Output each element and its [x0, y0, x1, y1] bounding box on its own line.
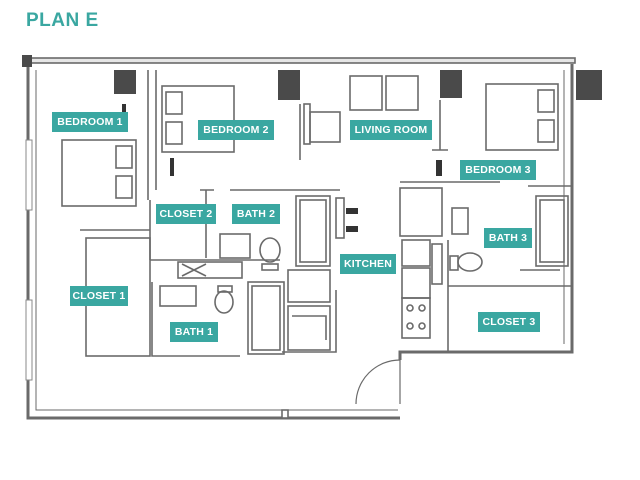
- room-label-kitchen: KITCHEN: [340, 254, 396, 274]
- room-label-bath-3: BATH 3: [484, 228, 532, 248]
- room-label-closet-2: CLOSET 2: [156, 204, 216, 224]
- room-label-closet-1: CLOSET 1: [70, 286, 128, 306]
- room-label-bath-1: BATH 1: [170, 322, 218, 342]
- room-label-bedroom-3: BEDROOM 3: [460, 160, 536, 180]
- room-label-closet-3: CLOSET 3: [478, 312, 540, 332]
- plan-title: PLAN E: [26, 10, 99, 31]
- room-label-bedroom-2: BEDROOM 2: [198, 120, 274, 140]
- room-label-bath-2: BATH 2: [232, 204, 280, 224]
- room-label-living-room: LIVING ROOM: [350, 120, 432, 140]
- room-label-bedroom-1: BEDROOM 1: [52, 112, 128, 132]
